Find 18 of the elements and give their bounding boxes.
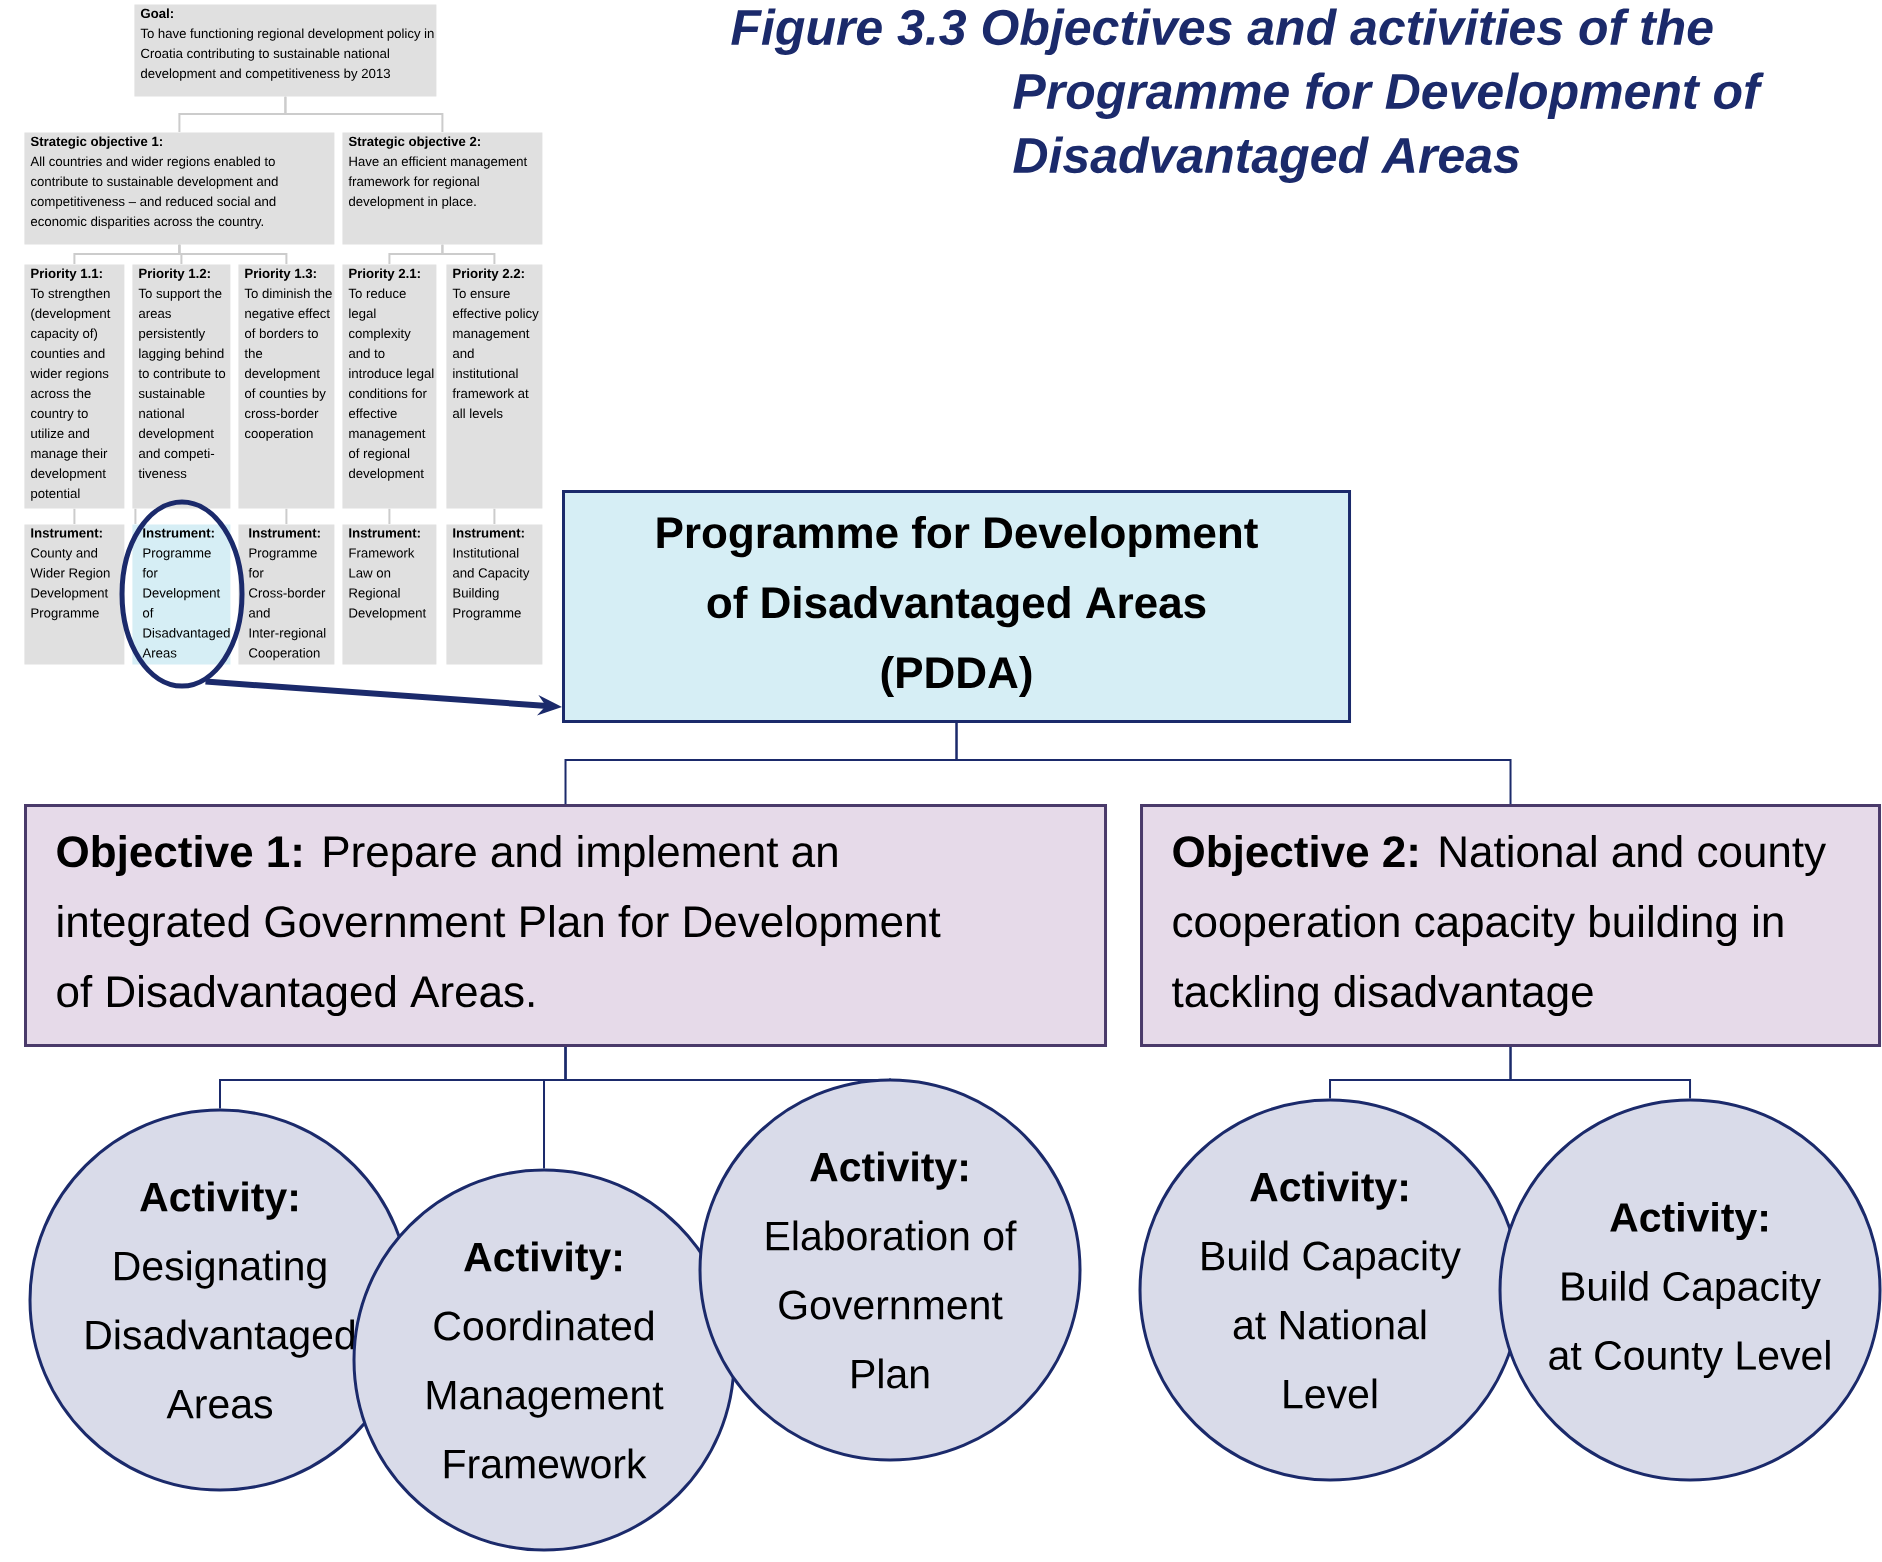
connector-line <box>134 507 137 525</box>
connector-line <box>388 507 391 525</box>
connector-line <box>73 507 76 525</box>
programme-box: Programme for Development of Disadvantaged Areas (PDDA) <box>562 490 1351 723</box>
node-label: Coordinated Management Framework <box>427 1310 664 1479</box>
node-label: Activity: <box>464 1241 621 1280</box>
connector-line <box>284 95 444 133</box>
connector-line <box>493 507 496 525</box>
connector-line <box>441 243 496 265</box>
connector-line <box>178 243 288 265</box>
objective-box: Objective 2: National and county cooperation capacity building in tackling disadvantage <box>1140 804 1882 1047</box>
figure-title: Figure 3.3 Objectives and activities of the Programme for Development of Disadvantaged Areas <box>731 8 1764 183</box>
connector-line <box>285 507 288 525</box>
connector-line <box>955 722 1512 805</box>
connector-line <box>1509 1046 1692 1100</box>
objective-box: Objective 1: Prepare and implement an integrated Government Plan for Development of Disadvantaged Areas. <box>24 804 1107 1047</box>
highlight-circle <box>119 499 245 689</box>
connector-line <box>564 1046 891 1081</box>
